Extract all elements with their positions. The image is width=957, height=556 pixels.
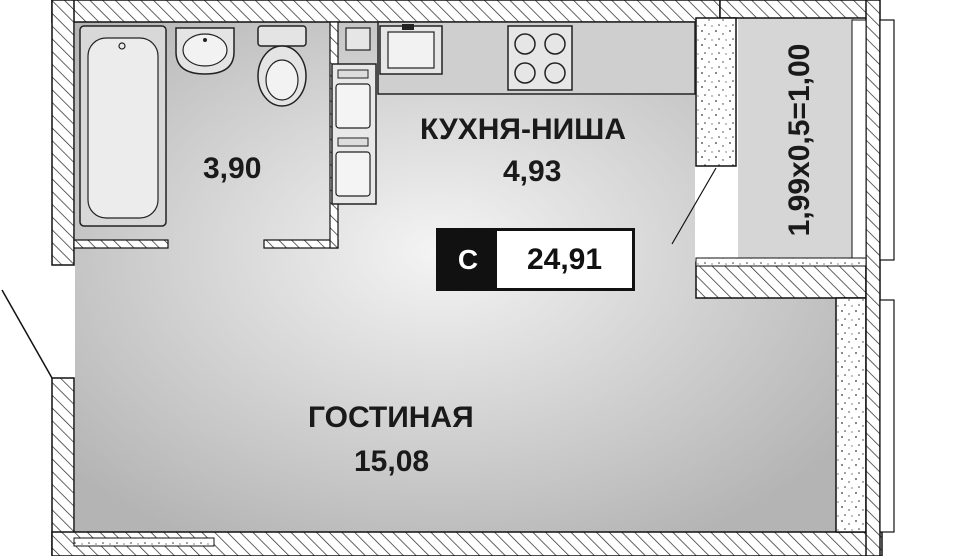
apartment-badge: С 24,91 <box>436 228 635 291</box>
walls <box>51 0 895 556</box>
appliance-stack <box>331 63 377 205</box>
apartment-total-area: 24,91 <box>526 242 603 276</box>
entry-door <box>1 289 53 379</box>
balcony-door <box>671 167 717 245</box>
bathroom-area: 3,90 <box>203 152 262 185</box>
balcony-area: 1,99x0,5=1,00 <box>783 43 816 237</box>
living-room-area: 15,08 <box>354 445 430 478</box>
apartment-type: С <box>439 231 497 288</box>
kitchen-area: 4,93 <box>503 155 562 188</box>
living-room-name: ГОСТИНАЯ <box>308 401 474 434</box>
stove <box>507 25 573 91</box>
toilet <box>257 25 307 107</box>
kitchen-name: КУХНЯ-НИША <box>420 113 626 146</box>
washbasin <box>175 27 235 75</box>
bathtub <box>79 25 167 227</box>
kitchen-sink <box>379 24 443 75</box>
balcony-floor <box>738 18 854 258</box>
